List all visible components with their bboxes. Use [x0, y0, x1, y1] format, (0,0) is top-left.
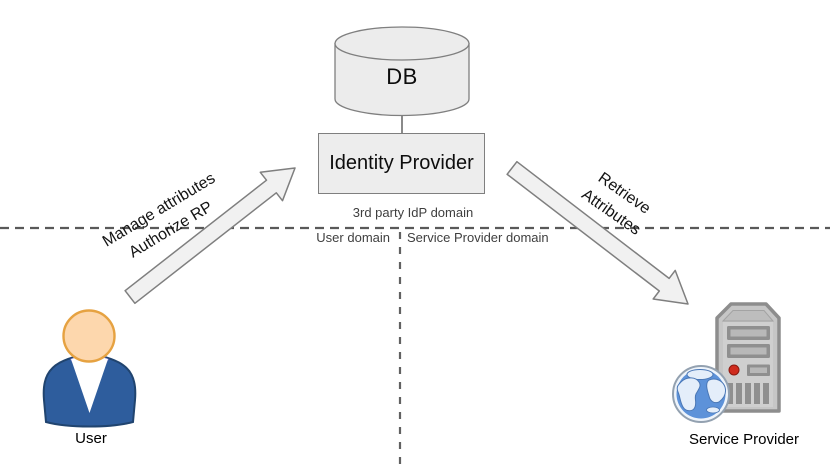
service-provider-label: Service Provider [688, 431, 800, 448]
globe-continent-east [706, 378, 726, 404]
server-drive-slot-1-inner [730, 329, 767, 337]
service-provider-domain-label: Service Provider domain [407, 230, 549, 245]
server-power-led [728, 364, 740, 376]
user-person-icon [42, 309, 137, 428]
globe-continent-west [676, 377, 701, 412]
arrow-idp-to-sp [506, 160, 689, 305]
globe-continent-south [706, 406, 720, 414]
user-domain-label: User domain [316, 230, 390, 245]
server-drive-slot-2-inner [730, 347, 767, 355]
globe-polar-cap [686, 369, 714, 380]
user-shirt-shape [71, 356, 108, 413]
idp-domain-label: 3rd party IdP domain [352, 205, 474, 220]
globe-icon [672, 365, 730, 423]
server-small-slot-inner [750, 367, 767, 373]
server-vents [727, 383, 769, 404]
user-head-shape [62, 309, 116, 363]
arrow-user-to-idp [124, 167, 296, 305]
identity-provider-label: Identity Provider [329, 152, 474, 174]
identity-provider-box: Identity Provider [318, 133, 485, 194]
server-top-bevel [721, 310, 775, 322]
database-label: DB [386, 64, 418, 89]
database-cylinder-icon [334, 26, 470, 117]
server-icon [715, 302, 781, 413]
user-label: User [75, 430, 107, 447]
